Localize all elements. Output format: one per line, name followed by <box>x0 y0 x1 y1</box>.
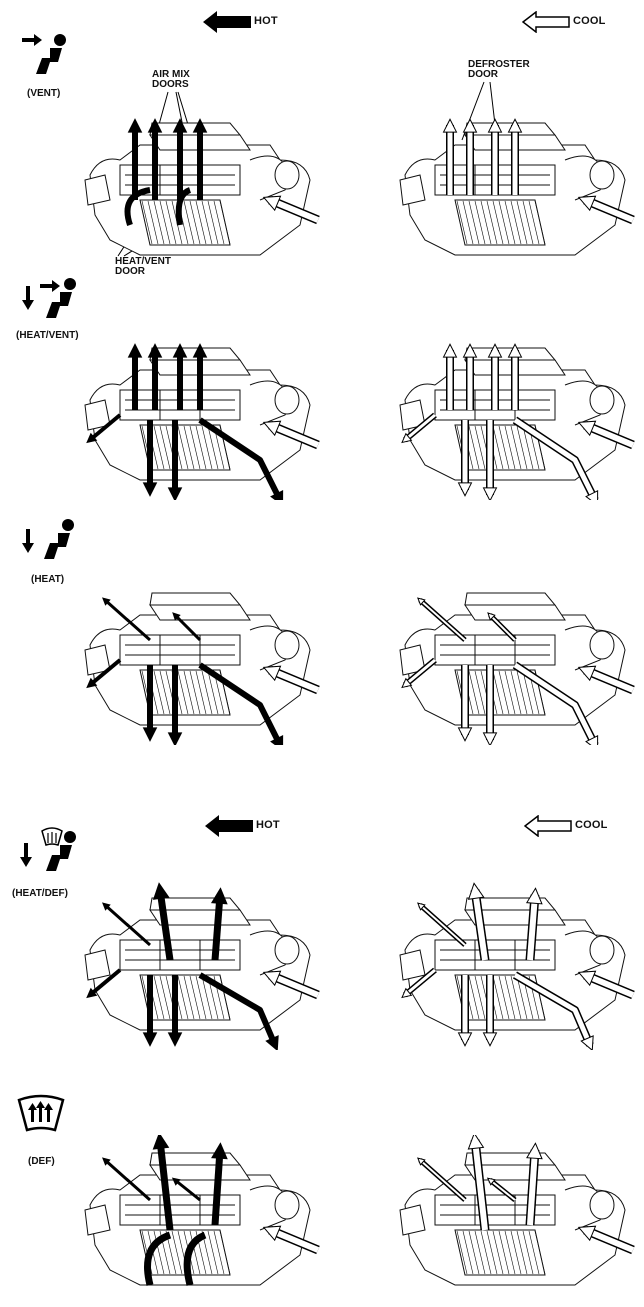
heater-unit-heat-def-hot <box>84 882 320 1050</box>
callout-air-mix-doors: AIR MIX DOORS <box>152 69 190 90</box>
heater-unit-vent-cool <box>399 118 635 256</box>
hot-header: HOT <box>254 15 278 27</box>
mode-label-heat-def: (HEAT/DEF) <box>12 888 68 899</box>
heater-unit-def-hot <box>84 1135 320 1286</box>
cool-arrow-icon <box>522 11 570 33</box>
mode-label-vent: (VENT) <box>27 88 61 99</box>
mode-label-heat: (HEAT) <box>31 574 65 585</box>
vent-mode-icon <box>22 34 66 74</box>
heater-unit-vent-hot <box>84 118 320 256</box>
hot-arrow-icon <box>205 815 253 837</box>
callout-defroster-door: DEFROSTER DOOR <box>468 59 530 80</box>
mode-label-def: (DEF) <box>28 1156 55 1167</box>
heater-unit-heat-vent-cool <box>399 343 635 500</box>
heat-vent-mode-icon <box>22 278 76 318</box>
defrost-mode-icon <box>17 1094 65 1132</box>
mode-label-heat-vent: (HEAT/VENT) <box>16 330 79 341</box>
cool-header: COOL <box>573 15 606 27</box>
heat-def-mode-icon <box>20 827 76 871</box>
heater-unit-heat-cool <box>399 592 635 745</box>
hot-header: HOT <box>256 819 280 831</box>
callout-heat-vent-door: HEAT/VENT DOOR <box>115 256 171 277</box>
cool-header: COOL <box>575 819 608 831</box>
heater-unit-def-cool <box>399 1135 635 1286</box>
cool-arrow-icon <box>524 815 572 837</box>
heater-unit-heat-vent-hot <box>84 343 320 500</box>
heat-mode-icon <box>22 519 74 559</box>
heater-unit-heat-hot <box>84 592 320 745</box>
heater-unit-heat-def-cool <box>399 882 635 1050</box>
hot-arrow-icon <box>203 11 251 33</box>
